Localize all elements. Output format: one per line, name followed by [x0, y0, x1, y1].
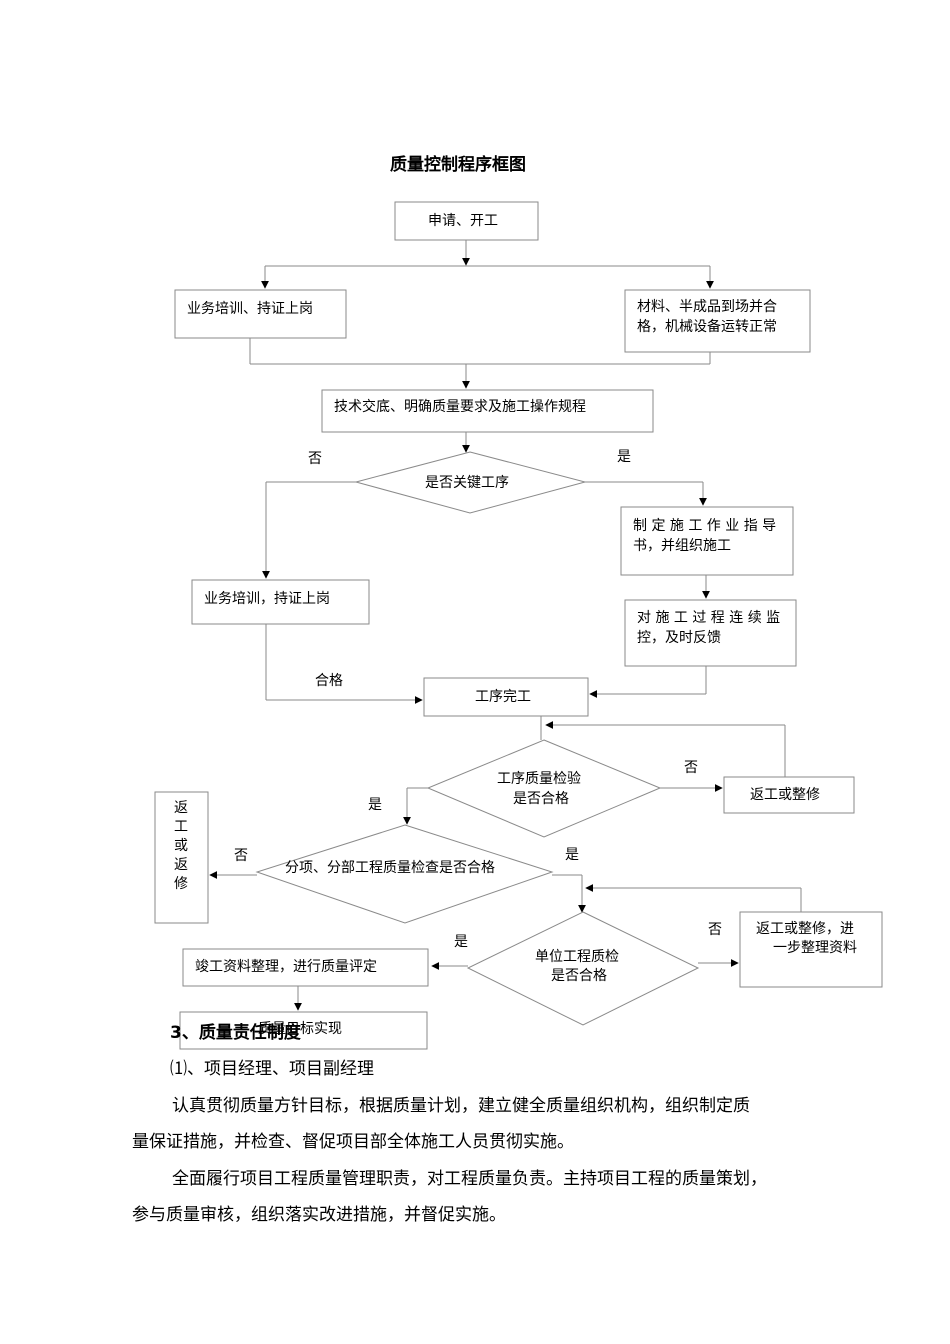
- no-label: 否: [234, 848, 248, 864]
- guide-box: [620, 506, 794, 576]
- yes-label: 是: [565, 847, 579, 863]
- monitor-label-2: 控，及时反馈: [637, 630, 721, 646]
- materials-label-1: 材料、半成品到场并合: [637, 299, 777, 315]
- guide-label-2: 书，并组织施工: [633, 538, 731, 554]
- training-left-label: 业务培训，持证上岗: [204, 591, 330, 607]
- pass-label: 合格: [315, 673, 343, 689]
- process-done-label: 工序完工: [475, 689, 531, 705]
- monitor-box: [624, 599, 797, 667]
- no-label: 否: [308, 451, 322, 467]
- start-box: [394, 201, 539, 241]
- start-label: 申请、开工: [428, 213, 498, 229]
- monitor-label-1: 对 施 工 过 程 连 续 监: [637, 609, 780, 626]
- materials-label-2: 格，机械设备运转正常: [637, 318, 777, 335]
- paragraph-2-line-2: 参与质量审核，组织落实改进措施，并督促实施。: [132, 1205, 506, 1225]
- rework-left-char: 返: [174, 857, 188, 873]
- paragraph-1-line-2: 量保证措施，并检查、督促项目部全体施工人员贯彻实施。: [132, 1132, 574, 1152]
- training-top-box: [174, 289, 347, 339]
- guide-label-1: 制 定 施 工 作 业 指 导: [633, 518, 776, 534]
- no-label: 否: [684, 760, 698, 776]
- process-check-label-2: 是否合格: [513, 791, 569, 807]
- completion-docs-label: 竣工资料整理，进行质量评定: [195, 959, 377, 975]
- rework-left-char: 工: [174, 819, 188, 835]
- sub-check-label: 分项、分部工程质量检查是否合格: [285, 860, 495, 876]
- tech-brief-box: [321, 389, 654, 433]
- rework-left-char: 返: [174, 800, 188, 816]
- rework-right-label: 返工或整修: [750, 787, 820, 803]
- flowchart-title: 质量控制程序框图: [390, 154, 526, 175]
- rework-left-char: 修: [174, 876, 188, 892]
- process-done-box: [423, 677, 589, 717]
- materials-box: [624, 289, 811, 353]
- tech-brief-label: 技术交底、明确质量要求及施工操作规程: [334, 398, 586, 415]
- unit-check-label-1: 单位工程质检: [535, 949, 619, 965]
- rework-docs-label-1: 返工或整修，进: [756, 921, 854, 937]
- unit-check-diamond: [466, 911, 700, 1026]
- sub-check-diamond: [255, 824, 554, 924]
- rework-left-char: 或: [174, 838, 188, 854]
- no-label: 否: [708, 922, 722, 938]
- rework-docs-label-2: 一步整理资料: [773, 940, 857, 956]
- process-check-diamond: [426, 739, 662, 838]
- training-top-label: 业务培训、持证上岗: [187, 301, 313, 317]
- rework-right-box: [723, 776, 855, 814]
- key-process-diamond: [354, 451, 587, 514]
- key-process-label: 是否关键工序: [425, 475, 509, 491]
- rework-left-box: [154, 791, 209, 924]
- yes-label: 是: [617, 449, 631, 465]
- target-box: [179, 1011, 428, 1050]
- unit-check-label-2: 是否合格: [551, 968, 607, 984]
- completion-docs-box: [182, 948, 429, 987]
- section-heading: 3、质量责任制度: [170, 1023, 301, 1043]
- paragraph-2-line-1: 全面履行项目工程质量管理职责，对工程质量负责。主持项目工程的质量策划，: [172, 1169, 767, 1189]
- yes-label: 是: [368, 797, 382, 813]
- sub-heading: ⑴、项目经理、项目副经理: [170, 1059, 374, 1079]
- target-label: 质量目标实现: [258, 1021, 342, 1037]
- yes-label: 是: [454, 934, 468, 950]
- training-left-box: [191, 579, 370, 625]
- process-check-label-1: 工序质量检验: [497, 771, 581, 787]
- paragraph-1-line-1: 认真贯彻质量方针目标，根据质量计划，建立健全质量组织机构，组织制定质: [172, 1096, 750, 1116]
- rework-docs-box: [739, 911, 883, 988]
